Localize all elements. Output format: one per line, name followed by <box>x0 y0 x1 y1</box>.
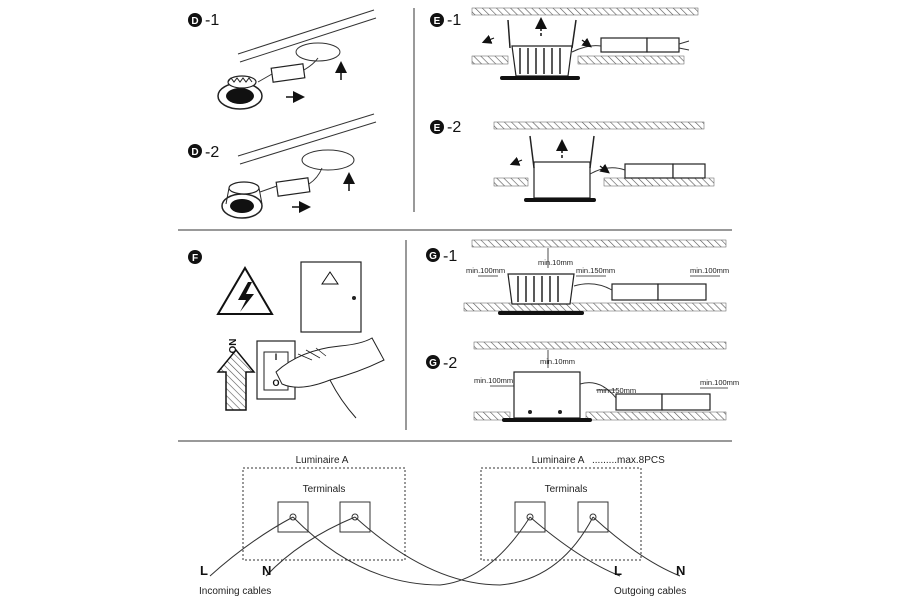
step-g2-badge <box>426 355 440 369</box>
step-g1-suffix: -1 <box>443 248 457 265</box>
incoming-cables-label: Incoming cables <box>199 586 271 597</box>
luminaire-a-box <box>242 467 406 561</box>
step-d2-badge <box>188 144 202 158</box>
ceiling-board <box>577 55 685 65</box>
ceiling-hole <box>295 42 341 62</box>
step-e2: E -2 <box>430 119 715 202</box>
g2-top-clearance: min.10mm <box>540 357 575 366</box>
power-on-arrow-icon <box>216 348 256 411</box>
ceiling-board <box>585 411 727 421</box>
spring-arrow-icon <box>599 163 610 174</box>
g1-mid-clearance: min.150mm <box>576 266 615 275</box>
wire <box>529 516 621 577</box>
spring-arrow-icon <box>481 34 495 44</box>
outgoing-n-label: N <box>676 563 685 578</box>
ceiling-joist <box>473 341 727 350</box>
driver-box <box>600 37 648 53</box>
terminals-b-label: Terminals <box>545 484 588 495</box>
step-e1-badge <box>430 13 444 27</box>
terminals-a-label: Terminals <box>303 484 346 495</box>
downlight-icon <box>500 19 580 80</box>
power-on-label: ON <box>228 339 239 354</box>
step-d1: D -1 <box>188 9 377 110</box>
step-g2: G -2 min.10mm min.100mm min.150mm min.10… <box>426 341 739 422</box>
ceiling-joist <box>493 121 705 130</box>
step-e1: E -1 <box>430 7 699 80</box>
distribution-box <box>300 261 362 333</box>
driver-box <box>624 163 674 179</box>
step-d1-letter: D <box>191 16 198 27</box>
luminaire-a-label: Luminaire A <box>296 455 349 466</box>
step-d1-suffix: -1 <box>205 12 219 29</box>
luminaire-b-box <box>480 467 642 561</box>
step-e2-letter: E <box>434 123 441 134</box>
ceiling-joist <box>471 239 727 248</box>
driver-box <box>611 283 659 301</box>
step-g2-suffix: -2 <box>443 355 457 372</box>
step-d2-suffix: -2 <box>205 144 219 161</box>
wire <box>265 516 356 577</box>
ceiling-board <box>463 302 727 312</box>
g1-right-clearance: min.100mm <box>690 266 729 275</box>
spring-arrow-icon <box>581 37 592 48</box>
step-d2: D -2 <box>188 113 377 219</box>
downlight-icon <box>221 181 263 219</box>
step-g1: G -1 min.10mm min.100mm min.150mm min.10… <box>426 239 729 315</box>
incoming-l-label: L <box>200 563 208 578</box>
spring-arrow-icon <box>509 156 523 166</box>
step-f-letter: F <box>192 253 198 264</box>
step-f-badge <box>188 250 202 264</box>
step-g1-letter: G <box>429 251 437 262</box>
downlight-icon <box>498 273 584 315</box>
step-d1-badge <box>188 13 202 27</box>
step-d2-letter: D <box>191 147 198 158</box>
step-e2-suffix: -2 <box>447 119 461 136</box>
g2-left-clearance: min.100mm <box>474 376 513 385</box>
step-g1-badge <box>426 248 440 262</box>
hazard-small-icon <box>321 271 339 285</box>
switch-off-mark: O <box>272 378 279 388</box>
g2-mid-clearance: min.150mm <box>597 386 636 395</box>
step-e2-badge <box>430 120 444 134</box>
g2-right-clearance: min.100mm <box>700 378 739 387</box>
hand-icon <box>275 337 385 388</box>
downlight-icon <box>524 135 596 202</box>
electric-hazard-icon <box>216 266 274 315</box>
outgoing-l-label: L <box>614 563 622 578</box>
step-e1-suffix: -1 <box>447 12 461 29</box>
g1-left-clearance: min.100mm <box>466 266 505 275</box>
incoming-n-label: N <box>262 563 271 578</box>
ceiling-hole <box>301 149 355 171</box>
panel-dividers <box>178 8 732 442</box>
downlight-icon <box>502 371 592 422</box>
ceiling-board <box>603 177 715 187</box>
luminaire-b-label: Luminaire A <box>532 455 585 466</box>
downlight-icon <box>217 75 263 110</box>
ceiling-board <box>493 177 529 187</box>
driver-box <box>615 393 663 411</box>
g1-top-clearance: min.10mm <box>538 258 573 267</box>
wire <box>592 516 681 577</box>
wire <box>354 516 594 586</box>
step-g2-letter: G <box>429 358 437 369</box>
ceiling-board <box>471 55 509 65</box>
wiring-diagram: Luminaire A Luminaire A .........max.8PC… <box>199 455 686 597</box>
ceiling-board <box>473 411 511 421</box>
step-e1-letter: E <box>434 16 441 27</box>
outgoing-cables-label: Outgoing cables <box>614 586 686 597</box>
step-f: F I O ON <box>188 250 385 419</box>
wire <box>292 516 531 586</box>
driver-box <box>275 177 311 197</box>
ceiling-joist <box>471 7 699 16</box>
driver-box <box>270 63 306 83</box>
wire <box>209 516 294 577</box>
switch-on-mark: I <box>275 352 278 362</box>
max-pcs-note: .........max.8PCS <box>592 455 665 466</box>
